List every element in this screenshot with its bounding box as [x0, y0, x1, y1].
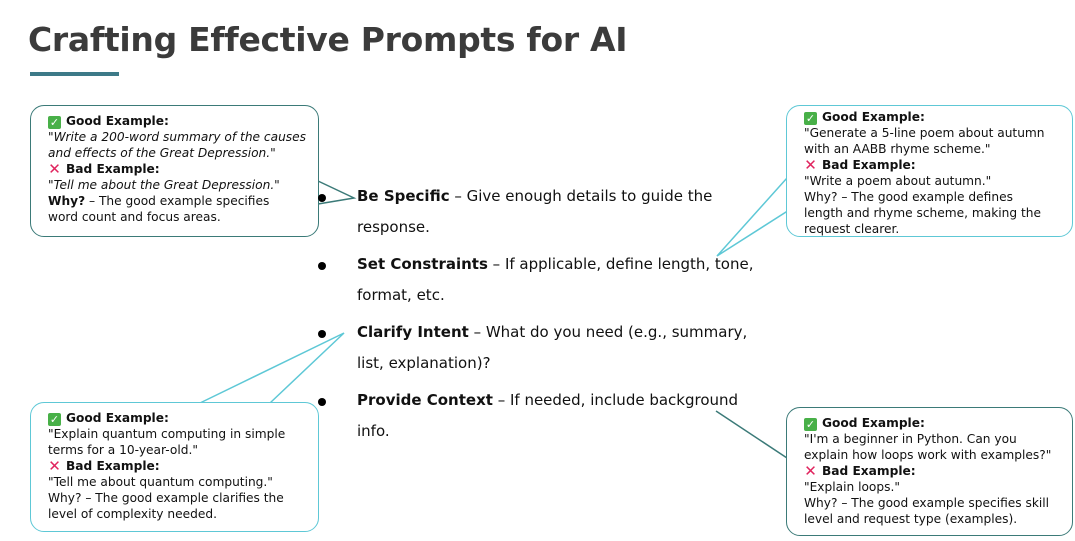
list-item: Provide Context – If needed, include bac…: [318, 385, 768, 447]
bullet-dot: [318, 398, 326, 406]
bad-example-row: ✕Bad Example:: [48, 160, 160, 178]
bullet-dot: [318, 330, 326, 338]
check-mark-icon: ✓: [48, 413, 61, 426]
page-title: Crafting Effective Prompts for AI: [28, 20, 628, 59]
good-example-row: ✓Good Example:: [48, 411, 169, 426]
check-mark-icon: ✓: [804, 112, 817, 125]
good-example-row: ✓Good Example:: [804, 110, 925, 125]
cross-mark-icon: ✕: [804, 156, 817, 174]
cross-mark-icon: ✕: [48, 160, 61, 178]
callout-be-specific: ✓Good Example: "Write a 200-word summary…: [30, 105, 319, 237]
cross-mark-icon: ✕: [804, 462, 817, 480]
bad-example-row: ✕Bad Example:: [48, 457, 160, 475]
list-item: Clarify Intent – What do you need (e.g.,…: [318, 317, 768, 379]
callout-clarify-intent: ✓Good Example: "Explain quantum computin…: [30, 402, 319, 532]
check-mark-icon: ✓: [804, 418, 817, 431]
good-example-row: ✓Good Example:: [804, 416, 925, 431]
list-item: Set Constraints – If applicable, define …: [318, 249, 768, 311]
good-example-row: ✓Good Example:: [48, 114, 169, 129]
callout-set-constraints: ✓Good Example: "Generate a 5-line poem a…: [786, 105, 1073, 237]
title-underline: [30, 72, 119, 76]
bullet-dot: [318, 194, 326, 202]
cross-mark-icon: ✕: [48, 457, 61, 475]
tips-list: Be Specific – Give enough details to gui…: [318, 181, 768, 453]
bad-example-row: ✕Bad Example:: [804, 462, 916, 480]
callout-provide-context: ✓Good Example: "I'm a beginner in Python…: [786, 407, 1073, 536]
check-mark-icon: ✓: [48, 116, 61, 129]
bad-example-row: ✕Bad Example:: [804, 156, 916, 174]
bullet-dot: [318, 262, 326, 270]
list-item: Be Specific – Give enough details to gui…: [318, 181, 768, 243]
